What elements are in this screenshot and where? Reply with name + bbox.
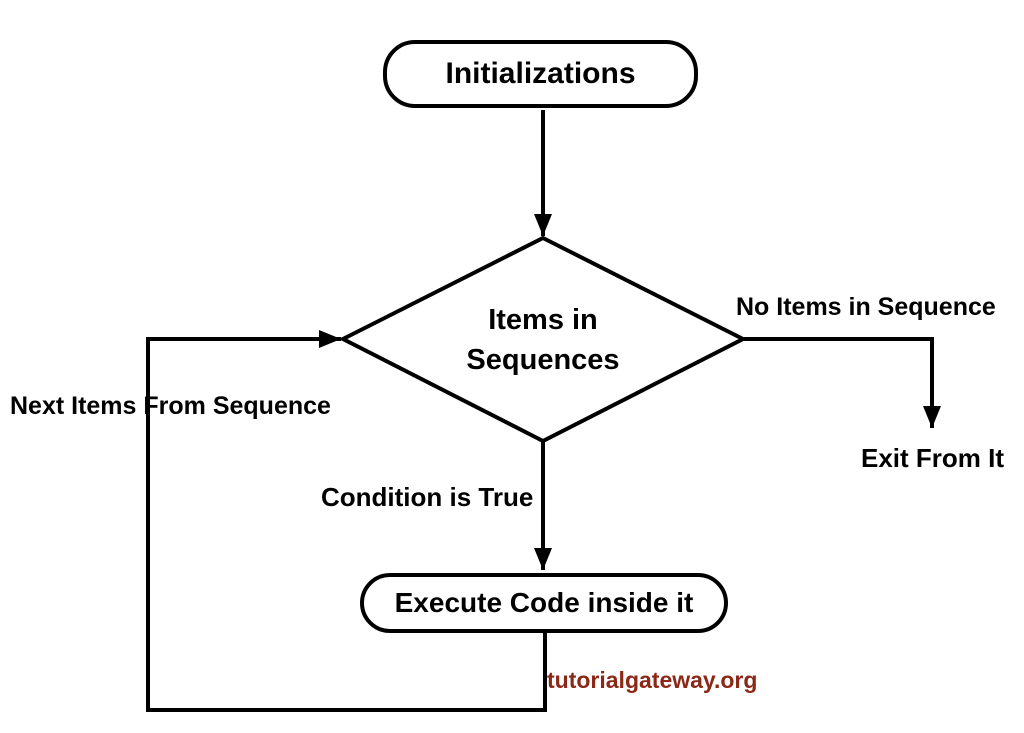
edge-loop-back-to-decision xyxy=(146,330,547,712)
edge-label-condition-true: Condition is True xyxy=(321,482,534,512)
edge-label-no-items: No Items in Sequence xyxy=(736,293,996,321)
start-node: Initializations xyxy=(383,40,698,108)
start-node-label: Initializations xyxy=(445,57,636,90)
decision-diamond-shape xyxy=(338,235,748,444)
watermark-text: tutorialgateway.org xyxy=(547,667,758,693)
edge-label-next-items: Next Items From Sequence xyxy=(10,392,331,420)
edge-label-exit: Exit From It xyxy=(861,443,1005,473)
process-node-label: Execute Code inside it xyxy=(394,587,694,618)
process-node: Execute Code inside it xyxy=(360,573,728,633)
edge-decision-to-exit xyxy=(744,337,941,428)
